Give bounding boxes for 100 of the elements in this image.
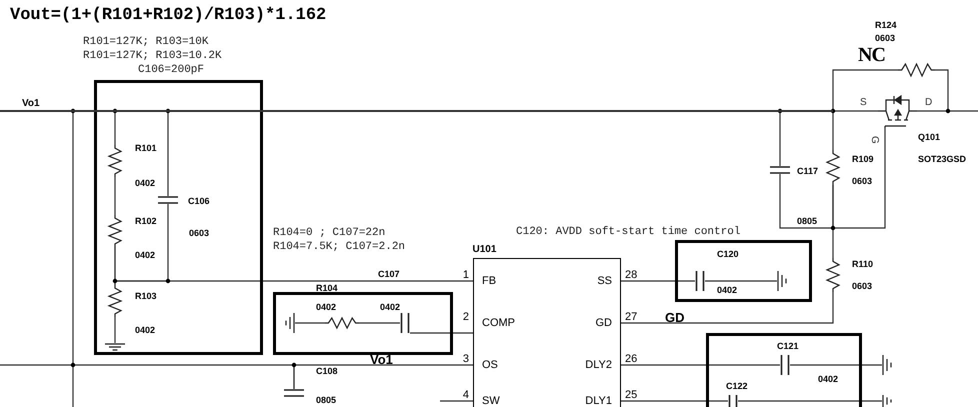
wire	[832, 110, 878, 112]
component-value: 0402	[717, 285, 738, 295]
resistor-symbol	[325, 318, 359, 328]
part-reference: U101	[472, 244, 496, 254]
pin-label: D	[925, 97, 932, 108]
wire	[359, 322, 400, 324]
resistor-symbol	[827, 150, 839, 185]
component-label: R101	[135, 143, 157, 153]
resistor-symbol	[898, 64, 935, 76]
wire	[114, 317, 116, 343]
pin-name: DLY1	[585, 394, 612, 406]
capacitor-symbol	[400, 313, 410, 333]
component-value: 0603	[852, 281, 872, 291]
wire	[917, 69, 949, 112]
pin-number: 26	[625, 353, 638, 365]
component-value: 0402	[380, 302, 400, 312]
wire	[832, 69, 898, 110]
component-label: C120	[717, 249, 739, 259]
resistor-symbol	[109, 145, 121, 177]
note-text: C120: AVDD soft-start time control	[516, 226, 740, 238]
note-text: R101=127K; R103=10.2K	[83, 50, 222, 62]
component-group-box	[273, 292, 453, 355]
component-value: SOT23GSD	[918, 154, 966, 164]
component-label: R104	[316, 282, 338, 292]
ground-symbol	[882, 355, 894, 375]
pin-number: 25	[625, 389, 638, 401]
component-label: R124	[875, 20, 897, 30]
net-label: GD	[665, 310, 684, 325]
wire	[832, 111, 834, 150]
pin-name: OS	[482, 358, 498, 370]
wire	[779, 112, 781, 166]
pin-label: S	[860, 97, 867, 108]
component-label: C122	[726, 381, 748, 391]
component-value: 0805	[797, 216, 818, 226]
component-value: 0402	[135, 178, 156, 188]
pin-number: 4	[462, 389, 469, 401]
component-value: 0805	[316, 395, 336, 405]
ground-symbol	[105, 343, 125, 352]
component-label: C106	[188, 196, 210, 206]
wire	[72, 112, 295, 389]
component-value: 0402	[316, 302, 336, 312]
component-label: R109	[852, 154, 874, 164]
wire	[114, 112, 116, 145]
ground-symbol	[882, 395, 894, 407]
wire	[114, 177, 116, 215]
net-label: Vo1	[370, 352, 393, 367]
note-text: R101=127K; R103=10K	[83, 36, 208, 48]
pin-label: G	[869, 136, 880, 144]
note-text: C106=200pF	[138, 64, 204, 76]
component-group-box	[675, 240, 812, 302]
pin-name: DLY2	[585, 358, 612, 370]
wire	[779, 174, 834, 229]
resistor-symbol	[109, 215, 121, 247]
wire	[410, 332, 473, 334]
wire	[621, 364, 780, 366]
formula-heading: Vout=(1+(R101+R102)/R103)*1.162	[10, 6, 326, 25]
capacitor-symbol	[695, 271, 705, 291]
pin-number: 1	[462, 269, 469, 281]
component-value: NC	[858, 44, 885, 67]
wire	[832, 128, 886, 229]
component-label: C108	[316, 366, 338, 376]
component-value: 0603	[875, 33, 896, 43]
component-label: Q101	[918, 132, 940, 142]
wire	[621, 280, 695, 282]
component-group-box	[94, 80, 263, 355]
mosfet-symbol	[878, 96, 917, 128]
capacitor-symbol	[284, 389, 304, 397]
note-text: R104=7.5K; C107=2.2n	[273, 241, 406, 253]
component-value: 0402	[135, 250, 156, 260]
capacitor-symbol	[770, 166, 790, 174]
component-group-box	[706, 333, 862, 407]
component-label: C117	[797, 166, 818, 176]
component-label: R110	[852, 259, 874, 269]
resistor-symbol	[109, 285, 121, 317]
wire	[295, 322, 325, 324]
net-label: Vo1	[22, 98, 40, 109]
capacitor-symbol	[158, 196, 178, 204]
component-value: 0603	[189, 228, 210, 238]
pin-name: SS	[597, 274, 612, 286]
bus-wire	[0, 110, 833, 112]
wire	[114, 247, 473, 282]
component-value: 0402	[135, 325, 156, 335]
component-label: C107	[378, 269, 400, 279]
pin-name: COMP	[482, 316, 515, 328]
pin-number: 28	[625, 269, 638, 281]
component-label: R103	[135, 291, 157, 301]
capacitor-symbol	[780, 355, 790, 375]
pin-name: SW	[482, 394, 500, 406]
wire	[167, 112, 169, 196]
component-value: 0402	[818, 374, 838, 384]
ground-symbol	[283, 313, 295, 333]
wire	[621, 400, 728, 402]
component-label: R102	[135, 216, 157, 226]
pin-name: GD	[596, 316, 612, 328]
pin-number: 27	[625, 311, 638, 323]
wire	[790, 364, 882, 366]
wire	[738, 400, 882, 402]
note-text: R104=0 ; C107=22n	[273, 227, 386, 239]
ground-symbol	[777, 271, 789, 291]
capacitor-symbol	[728, 395, 738, 407]
